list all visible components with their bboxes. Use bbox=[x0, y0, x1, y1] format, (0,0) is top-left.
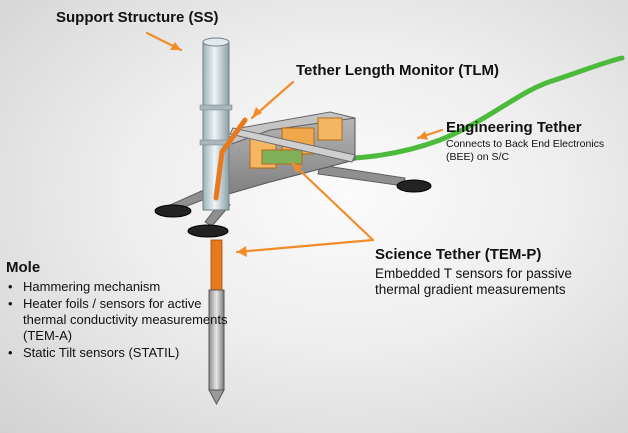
arrowhead-engineering-tether bbox=[418, 131, 428, 140]
foot-pads bbox=[154, 179, 432, 238]
tether-length-monitor-label: Tether Length Monitor (TLM) bbox=[296, 62, 500, 79]
arrow-science-tether-2 bbox=[290, 161, 375, 242]
mole-label: Mole bbox=[6, 259, 41, 276]
support-structure-label: Support Structure (SS) bbox=[56, 9, 219, 26]
arrowhead-support-structure bbox=[170, 42, 181, 50]
mole-feature-item: Hammering mechanism bbox=[6, 279, 246, 295]
mole-feature-item: Static Tilt sensors (STATIL) bbox=[6, 345, 246, 361]
science-tether-description: Embedded T sensors for passive thermal g… bbox=[375, 266, 572, 297]
arrowhead-science-tether-2 bbox=[292, 163, 302, 173]
arrow-science-tether-1 bbox=[235, 238, 375, 254]
science-tether-label: Science Tether (TEM-P) bbox=[375, 246, 542, 263]
tether-guide-bar bbox=[229, 127, 356, 163]
mole-feature-list: Hammering mechanism Heater foils / senso… bbox=[6, 279, 246, 362]
arrow-heads bbox=[170, 42, 428, 257]
mole-feature-item: Heater foils / sensors for active therma… bbox=[6, 296, 246, 344]
science-tether-cable bbox=[213, 117, 248, 201]
arrowhead-tlm bbox=[252, 107, 262, 118]
engineering-tether-description: Connects to Back End Electronics (BEE) o… bbox=[446, 138, 605, 163]
engineering-tether-cable bbox=[297, 55, 625, 163]
arrowhead-science-tether-1 bbox=[237, 246, 247, 257]
engineering-tether-label: Engineering Tether bbox=[446, 119, 582, 136]
